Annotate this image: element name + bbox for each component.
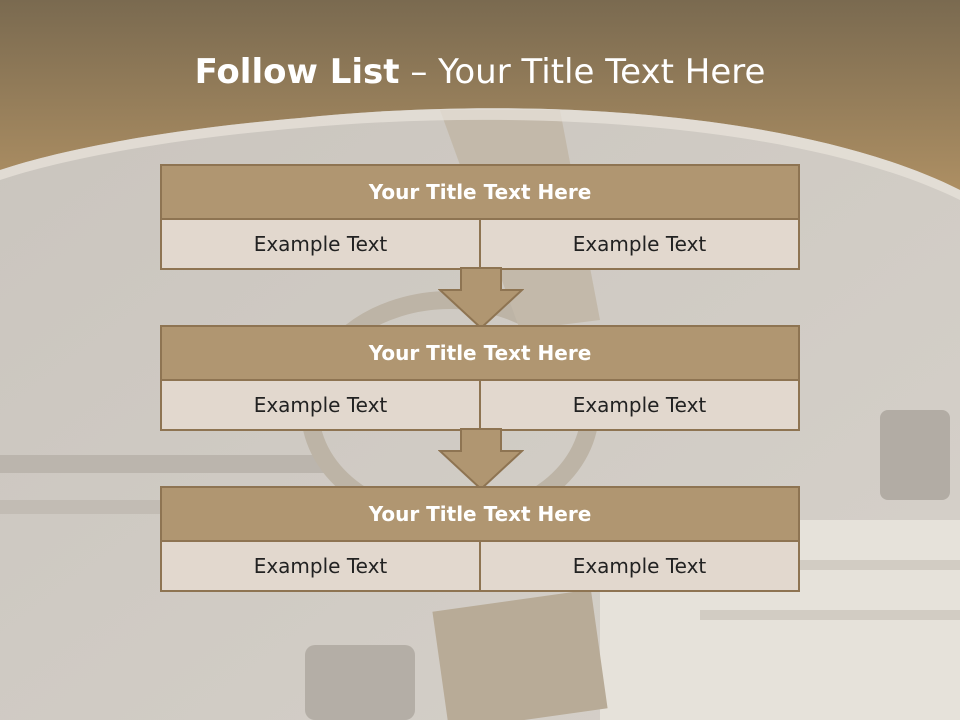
block-title: Your Title Text Here [160,164,800,220]
title-bold: Follow List [194,52,400,92]
list-block-1: Your Title Text Here Example Text Exampl… [160,164,800,270]
block-title: Your Title Text Here [160,325,800,381]
title-rest: – Your Title Text Here [399,52,766,92]
list-block-2: Your Title Text Here Example Text Exampl… [160,325,800,431]
block-cell-left: Example Text [160,542,481,592]
down-arrow-icon [438,267,524,330]
block-title: Your Title Text Here [160,486,800,542]
block-cell-left: Example Text [160,220,481,270]
down-arrow-icon [438,428,524,491]
block-cell-right: Example Text [481,381,800,431]
block-row: Example Text Example Text [160,542,800,592]
slide-title: Follow List – Your Title Text Here [0,52,960,92]
block-cell-right: Example Text [481,542,800,592]
block-row: Example Text Example Text [160,381,800,431]
block-cell-left: Example Text [160,381,481,431]
block-row: Example Text Example Text [160,220,800,270]
list-block-3: Your Title Text Here Example Text Exampl… [160,486,800,592]
block-cell-right: Example Text [481,220,800,270]
